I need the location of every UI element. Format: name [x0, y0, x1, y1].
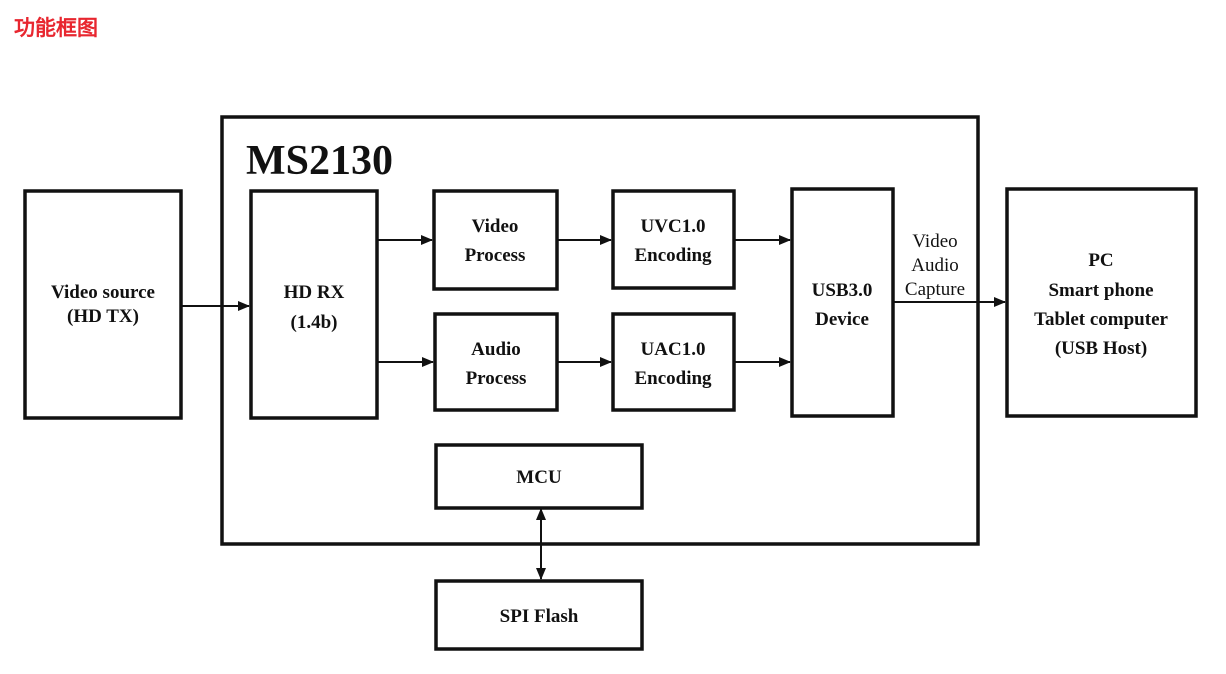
block-label: Encoding [634, 368, 712, 389]
block-label: SPI Flash [500, 606, 579, 627]
output-label-line: Audio [911, 255, 959, 276]
block-video-process: Video Process [432, 189, 559, 291]
output-label-line: Capture [905, 279, 965, 300]
block-label: (HD TX) [67, 306, 139, 327]
block-label: Tablet computer [1034, 309, 1168, 330]
block-label: (USB Host) [1055, 338, 1147, 359]
block-uvc-encoding: UVC1.0 Encoding [611, 189, 736, 290]
block-label: Video source [51, 282, 155, 303]
block-label: Process [465, 245, 526, 266]
block-label: Video [472, 216, 519, 237]
block-usb-host: PC Smart phone Tablet computer (USB Host… [1005, 187, 1198, 418]
chip-name: MS2130 [246, 138, 393, 184]
block-label: MCU [516, 467, 562, 488]
block-label: USB3.0 [812, 280, 873, 301]
block-label: Encoding [634, 245, 712, 266]
block-usb-device: USB3.0 Device [790, 187, 895, 418]
block-label: Smart phone [1048, 280, 1153, 301]
block-spi-flash: SPI Flash [434, 579, 644, 651]
block-label: UAC1.0 [641, 339, 706, 360]
block-video-source: Video source (HD TX) [23, 189, 183, 420]
output-label: Video Audio Capture [905, 231, 965, 300]
block-label: Audio [471, 339, 521, 360]
block-hd-rx: HD RX (1.4b) [249, 189, 379, 420]
block-label: (1.4b) [291, 312, 338, 333]
block-label: PC [1088, 250, 1113, 271]
block-audio-process: Audio Process [433, 312, 559, 412]
block-mcu: MCU [434, 443, 644, 510]
block-uac-encoding: UAC1.0 Encoding [611, 312, 736, 412]
page-title: 功能框图 [14, 16, 98, 40]
block-label: UVC1.0 [641, 216, 706, 237]
block-label: Device [815, 309, 869, 330]
connections [181, 235, 1006, 580]
block-label: Process [466, 368, 527, 389]
block-label: HD RX [284, 282, 345, 303]
chip-boundary [220, 115, 980, 546]
output-label-line: Video [912, 231, 957, 252]
